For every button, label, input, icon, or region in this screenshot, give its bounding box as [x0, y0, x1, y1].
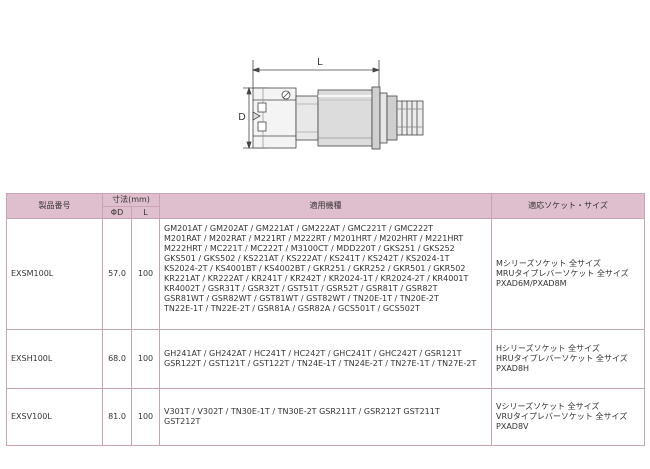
socket-size-cell: Vシリーズソケット 全サイズ VRUタイプレバーソケット 全サイズ PXAD8V: [491, 388, 646, 446]
diameter-cell: 68.0: [102, 329, 132, 389]
compatible-models-cell: V301T / V302T / TN30E-1T / TN30E-2T GSR2…: [159, 388, 493, 446]
length-cell: 100: [130, 388, 161, 446]
header-compatible-models: 適用機種: [159, 193, 493, 219]
compatible-line: M201RAT / M202RAT / M221RT / M222RT / M2…: [164, 234, 464, 243]
diameter-cell: 81.0: [102, 388, 132, 446]
compatible-line: GKS501 / GKS502 / KS221AT / KS222AT / KS…: [164, 254, 450, 263]
header-diameter: ΦD: [102, 206, 132, 219]
spec-table: 製品番号 寸法(mm) 適用機種 適応ソケット・サイズ ΦD L EXSM100…: [6, 193, 646, 446]
socket-line: VRUタイプレバーソケット 全サイズ: [496, 412, 628, 421]
compatible-models-cell: GH241AT / GH242AT / HC241T / HC242T / GH…: [159, 329, 493, 389]
diameter-cell: 57.0: [102, 218, 132, 330]
compatible-line: KR221AT / KR222AT / KR241T / KR242T / KR…: [164, 274, 469, 283]
header-product-no: 製品番号: [6, 193, 103, 219]
compatible-line: GH241AT / GH242AT / HC241T / HC242T / GH…: [164, 349, 462, 358]
socket-size-cell: Mシリーズソケット 全サイズ MRUタイプレバーソケット 全サイズ PXAD6M…: [491, 218, 646, 330]
product-no-cell: EXSM100L: [6, 218, 103, 330]
socket-line: Vシリーズソケット 全サイズ: [496, 402, 600, 411]
length-label: L: [317, 57, 323, 68]
table-row: EXSV100L 81.0 100 V301T / V302T / TN30E-…: [6, 388, 646, 446]
adapter-drawing: L D: [238, 57, 424, 150]
socket-line: MRUタイプレバーソケット 全サイズ: [496, 269, 629, 278]
compatible-line: M222HRT / MC221T / MC222T / M3100CT / MD…: [164, 244, 455, 253]
socket-line: Hシリーズソケット 全サイズ: [496, 344, 600, 353]
compatible-line: KR4002T / GSR31T / GSR32T / GST51T / GSR…: [164, 284, 438, 293]
socket-line: PXAD6M/PXAD8M: [496, 279, 567, 288]
socket-line: HRUタイプレバーソケット 全サイズ: [496, 354, 628, 363]
compatible-line: KS2024-2T / KS4001BT / KS4002BT / GKR251…: [164, 264, 466, 273]
product-no-cell: EXSV100L: [6, 388, 103, 446]
table-row: EXSH100L 68.0 100 GH241AT / GH242AT / HC…: [6, 329, 646, 389]
compatible-line: V301T / V302T / TN30E-1T / TN30E-2T GSR2…: [164, 407, 440, 416]
length-cell: 100: [130, 218, 161, 330]
compatible-line: GM201AT / GM202AT / GM221AT / GM222AT / …: [164, 224, 434, 233]
header-dimensions: 寸法(mm): [101, 193, 161, 207]
diameter-label: D: [238, 112, 245, 123]
length-cell: 100: [130, 329, 161, 389]
header-length: L: [130, 206, 161, 219]
socket-line: Mシリーズソケット 全サイズ: [496, 259, 601, 268]
compatible-line: GST212T: [164, 417, 201, 426]
header-socket-size: 適応ソケット・サイズ: [491, 193, 646, 219]
compatible-line: GSR81WT / GSR82WT / GST81WT / GST82WT / …: [164, 294, 439, 303]
adapter-body: [252, 86, 424, 150]
product-no-cell: EXSH100L: [6, 329, 103, 389]
compatible-line: TN22E-1T / TN22E-2T / GSR81A / GSR82A / …: [164, 304, 420, 313]
compatible-line: GSR122T / GST121T / GST122T / TN24E-1T /…: [164, 359, 477, 368]
socket-line: PXAD8H: [496, 364, 530, 373]
socket-line: PXAD8V: [496, 422, 529, 431]
socket-size-cell: Hシリーズソケット 全サイズ HRUタイプレバーソケット 全サイズ PXAD8H: [491, 329, 646, 389]
compatible-models-cell: GM201AT / GM202AT / GM221AT / GM222AT / …: [159, 218, 493, 330]
table-row: EXSM100L 57.0 100 GM201AT / GM202AT / GM…: [6, 218, 646, 330]
